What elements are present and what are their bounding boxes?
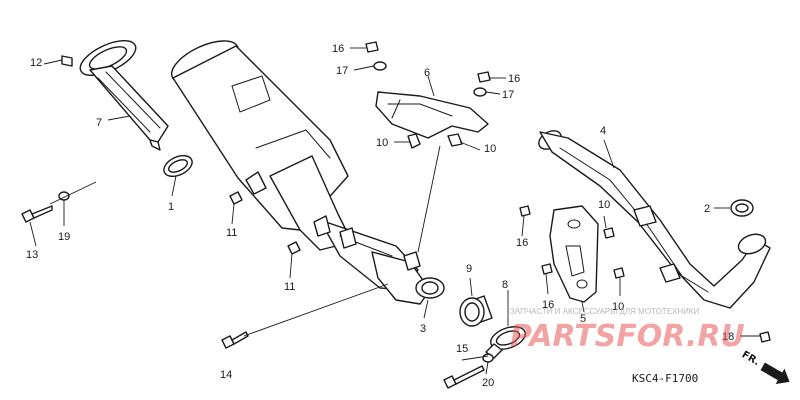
callout-12: 12 [30, 57, 42, 69]
pipe-bracket [549, 205, 599, 303]
callout-19: 19 [58, 231, 70, 243]
callout-10d: 10 [612, 301, 624, 313]
callout-15: 15 [456, 343, 468, 355]
callout-17a: 17 [336, 65, 348, 77]
callout-9: 9 [466, 263, 472, 275]
callout-18: 18 [722, 331, 734, 343]
heat-shield [375, 91, 489, 149]
callout-1: 1 [168, 201, 174, 213]
diagram-code: KSC4-F1700 [632, 372, 698, 385]
callout-11a: 11 [226, 227, 237, 239]
tail-pipe-insert [79, 39, 169, 151]
front-label: FR. [740, 349, 762, 368]
leader-lines [29, 47, 760, 375]
callout-20: 20 [482, 377, 494, 389]
callout-4: 4 [600, 125, 606, 137]
callout-8: 8 [502, 279, 508, 291]
callout-16c: 16 [516, 237, 528, 249]
band-clamp [485, 326, 526, 359]
callout-16d: 16 [542, 299, 554, 311]
watermark: ЗАПЧАСТИ И АКСЕССУАРЫ ДЛЯ МОТОТЕХНИКИ PA… [510, 307, 745, 354]
callout-7: 7 [96, 117, 102, 129]
callout-14: 14 [220, 369, 232, 381]
callout-10b: 10 [484, 143, 496, 155]
callout-2: 2 [704, 203, 710, 215]
watermark-logo: PARTSFOR.RU [510, 319, 745, 354]
callout-11b: 11 [284, 281, 295, 293]
callout-10a: 10 [376, 137, 388, 149]
front-arrow: FR. [740, 349, 790, 384]
muffler [170, 40, 445, 305]
callout-6: 6 [424, 67, 430, 79]
watermark-tagline: ЗАПЧАСТИ И АКСЕССУАРЫ ДЛЯ МОТОТЕХНИКИ [510, 307, 700, 316]
callout-5: 5 [580, 313, 586, 325]
callout-10c: 10 [598, 199, 610, 211]
exhaust-collar [459, 295, 493, 327]
exhaust-pipe [538, 130, 771, 309]
tail-gasket [163, 154, 193, 178]
callout-16b: 16 [508, 73, 520, 85]
callout-16a: 16 [332, 43, 344, 55]
callout-13: 13 [26, 249, 38, 261]
front-arrow-icon [760, 362, 790, 384]
callout-labels: 12 7 1 13 19 11 11 16 17 6 16 17 10 10 4… [26, 43, 734, 389]
exhaust-gasket [730, 199, 754, 217]
callout-3: 3 [420, 323, 426, 335]
callout-17b: 17 [502, 89, 514, 101]
